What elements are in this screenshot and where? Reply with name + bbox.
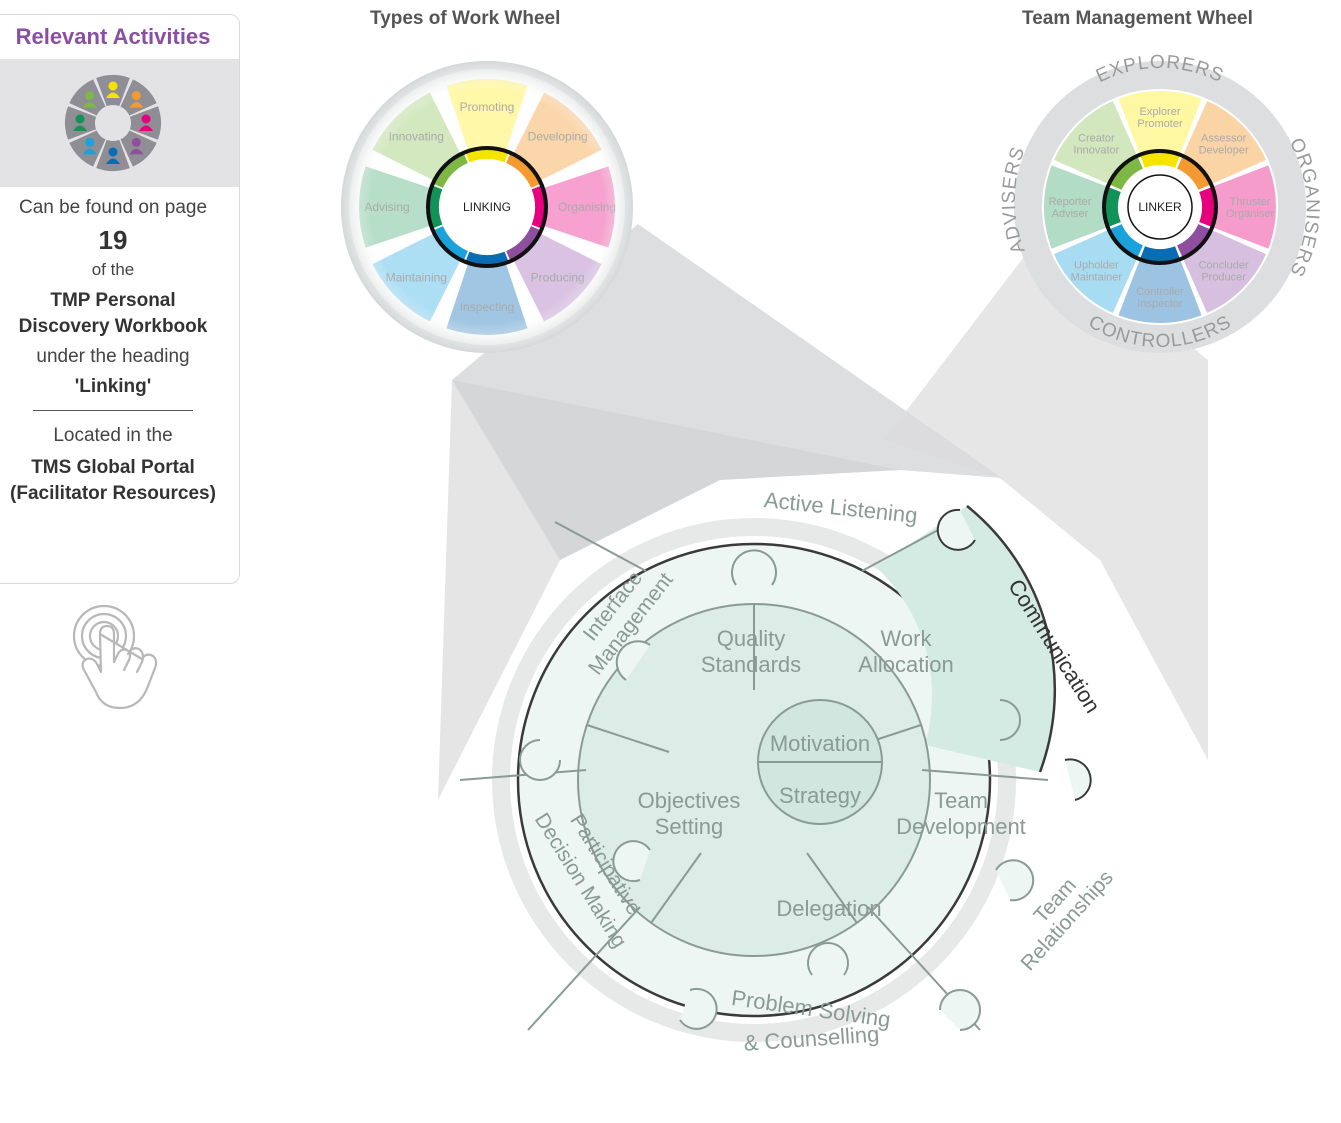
quality-standards-line-2: Standards — [701, 652, 801, 677]
tm-segment-label: Organiser — [1226, 208, 1275, 220]
work-allocation-line-1: Work — [881, 626, 933, 651]
icon-band — [0, 59, 239, 187]
tm-segment-label: Maintainer — [1071, 272, 1123, 284]
tm-segment-label: Assessor — [1201, 132, 1247, 144]
tm-segment — [1054, 101, 1138, 185]
tm-inner-segment — [1104, 186, 1121, 228]
tm-segment-label: Thruster — [1230, 196, 1271, 208]
team-development-line-2: Development — [896, 814, 1026, 839]
page-number: 19 — [98, 225, 128, 255]
relevant-activities-panel: Relevant Activities Can be found on page… — [0, 14, 240, 584]
portal-line-1: TMS Global Portal — [31, 457, 195, 478]
mini-person-icon — [131, 137, 141, 147]
tm-segment — [1118, 91, 1202, 156]
tm-segment-label: Adviser — [1052, 208, 1089, 220]
team-development-line-1: Team — [934, 788, 988, 813]
heading-text: 'Linking' — [74, 376, 152, 397]
team-management-title: Team Management Wheel — [1022, 8, 1253, 29]
portal-line-2: (Facilitator Resources) — [10, 483, 216, 504]
tm-segment — [1054, 229, 1138, 313]
tm-segment-label: Reporter — [1049, 196, 1092, 208]
types-of-work-title: Types of Work Wheel — [370, 8, 561, 29]
tm-segment — [1182, 229, 1266, 313]
tm-segment — [1211, 165, 1276, 249]
tm-inner-segment — [1199, 186, 1217, 228]
tm-segment-label: Producer — [1201, 272, 1246, 284]
tm-segment-label: Creator — [1078, 132, 1115, 144]
mini-person-icon — [85, 91, 95, 101]
core-strategy: Strategy — [779, 783, 861, 808]
tm-segment-label: Inspector — [1137, 298, 1183, 310]
mini-person-icon — [85, 137, 95, 147]
tm-center-label: LINKER — [1138, 200, 1182, 214]
tm-segment-label: Developer — [1199, 144, 1249, 156]
linking-skills-wheel: Motivation Strategy Quality Standards Wo… — [459, 487, 1118, 1056]
tm-inner-segment — [1177, 155, 1212, 190]
tm-segment — [1118, 258, 1202, 324]
mini-person-icon — [108, 81, 118, 91]
tm-segment-label: Controller — [1136, 286, 1184, 298]
tm-inner-segment — [1108, 155, 1143, 190]
tm-segment-label: Upholder — [1074, 260, 1119, 272]
types-of-work-wheel: PromotingDevelopingOrganisingProducingIn… — [341, 61, 633, 353]
mini-person-icon — [141, 114, 151, 124]
tm-inner-segment — [1139, 151, 1181, 168]
tm-inner-segment — [1108, 224, 1143, 259]
team-management-wheel: ExplorerPromoterAssessorDeveloperThruste… — [999, 52, 1322, 353]
core-motivation: Motivation — [770, 731, 870, 756]
quality-standards-line-1: Quality — [717, 626, 785, 651]
work-allocation-line-2: Allocation — [858, 652, 953, 677]
tm-segment-label: Innovator — [1073, 144, 1119, 156]
mini-person-icon — [108, 147, 118, 157]
touch-hand-icon[interactable] — [66, 604, 192, 716]
workbook-line-1: TMP Personal — [50, 290, 176, 311]
tm-inner-segment — [1139, 246, 1181, 264]
delegation-text: Delegation — [776, 896, 881, 921]
mini-person-icon — [75, 114, 85, 124]
mini-person-icon — [131, 91, 141, 101]
of-the-text: of the — [91, 260, 135, 279]
objectives-setting-line-1: Objectives — [638, 788, 741, 813]
located-in-text: Located in the — [53, 425, 173, 446]
team-wheel-icon — [65, 75, 161, 171]
divider — [33, 410, 193, 411]
workbook-line-2: Discovery Workbook — [18, 316, 208, 337]
tm-segment-label: Explorer — [1140, 106, 1181, 118]
tm-segment-label: Promoter — [1137, 118, 1183, 130]
tm-inner-segment — [1177, 224, 1212, 259]
tm-segment — [1182, 101, 1266, 185]
panel-title: Relevant Activities — [0, 15, 239, 59]
under-heading-text: under the heading — [36, 346, 190, 367]
found-text: Can be found on page — [18, 197, 208, 218]
tm-segment-label: Concluder — [1199, 260, 1249, 272]
tm-segment — [1044, 165, 1109, 249]
objectives-setting-line-2: Setting — [655, 814, 724, 839]
